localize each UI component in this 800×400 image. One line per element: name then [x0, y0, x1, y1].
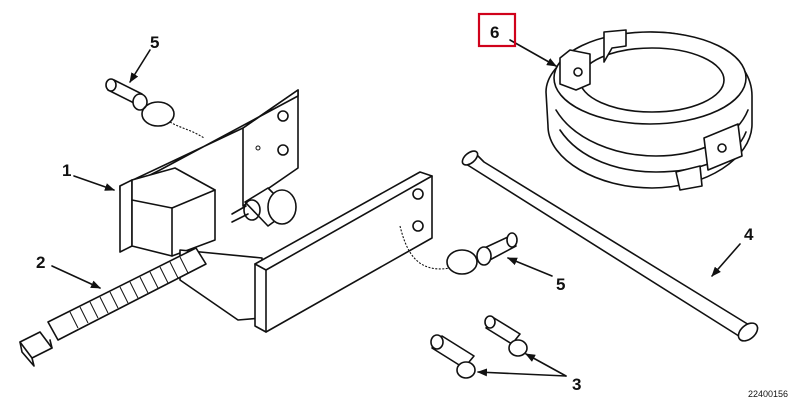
callout-6: 6 [490, 23, 499, 42]
leader-5b [507, 257, 553, 277]
leader-6 [509, 39, 557, 67]
puller-frame [119, 89, 433, 333]
lock-pin-lower [399, 225, 518, 275]
adapter-ring [545, 29, 753, 191]
callout-5-lower: 5 [556, 275, 565, 294]
callout-5-upper: 5 [150, 33, 159, 52]
callout-1: 1 [62, 161, 71, 180]
callout-3: 3 [572, 375, 581, 394]
leader-1 [73, 175, 115, 191]
pins [430, 315, 528, 379]
leader-3a [525, 353, 567, 377]
leader-3b [477, 368, 567, 377]
figure-number: 22400156 [748, 389, 788, 399]
callout-2: 2 [36, 253, 45, 272]
callout-4: 4 [744, 225, 754, 244]
leader-5a [129, 49, 151, 83]
lock-pin-upper [105, 78, 205, 139]
leader-2 [51, 265, 101, 289]
forcing-screw [19, 247, 207, 367]
leader-4 [711, 243, 741, 277]
bar [461, 150, 759, 342]
callout-6-highlight [477, 12, 517, 48]
